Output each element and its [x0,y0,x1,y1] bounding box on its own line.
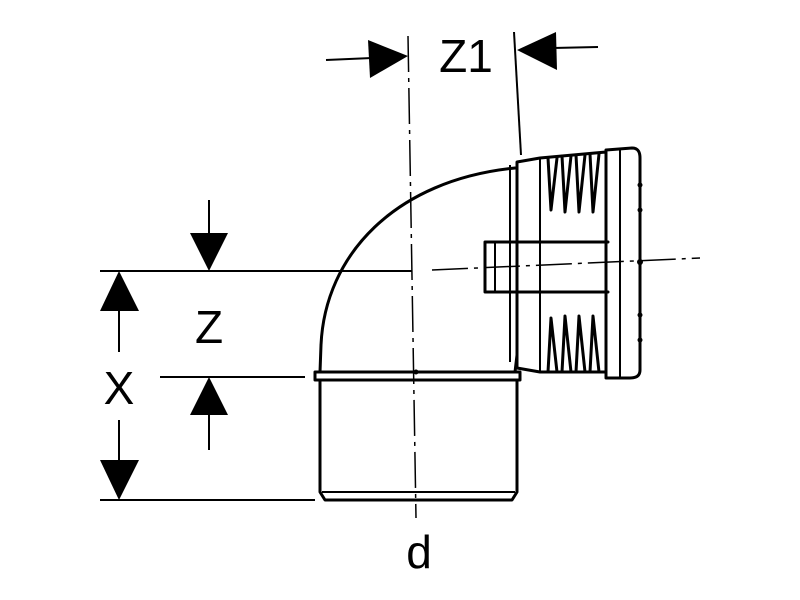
horizontal-center-line [431,257,701,271]
connector-flange [604,146,642,380]
z1-dimension: Z1 [325,30,599,156]
socket-center-marker [413,369,419,375]
d-label: d [406,526,432,578]
side-connector [483,146,643,380]
z-label: Z [195,301,223,353]
z-arrow-bottom [190,377,228,415]
x-arrow-bottom [100,460,139,500]
bottom-socket [313,370,522,502]
z1-extension-line [513,31,522,156]
flange-dot-lower [637,337,643,343]
z-dimension: Z [100,200,412,450]
z1-label: Z1 [439,30,493,82]
z1-arrow-right [517,32,557,70]
x-dimension: X [100,271,315,501]
z1-leader-right [552,46,599,49]
z1-leader-left [325,57,373,61]
upper-threads [546,152,601,214]
x-label: X [104,362,135,414]
center-point-marker [637,259,643,265]
lower-threads [546,314,601,374]
vertical-center-line [407,35,417,519]
flange-dot-upper [637,182,643,188]
socket-body [318,378,519,502]
flange-dot-mid-lower [637,312,643,318]
socket-ring [313,370,522,382]
elbow-outer-bend [318,166,517,374]
z-arrow-top [190,233,228,271]
flange-dot-mid-upper [637,207,643,213]
center-lines [407,35,701,519]
z1-arrow-left [368,40,408,78]
x-arrow-top [100,271,139,311]
